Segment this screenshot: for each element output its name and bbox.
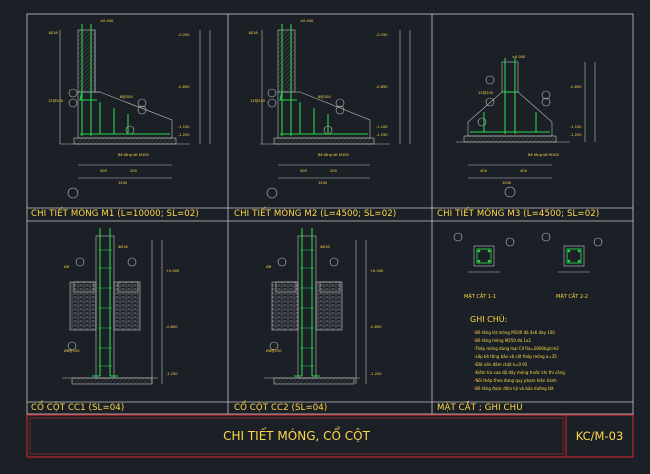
note-line: -Đất nền đầm chặt k=0.95 [474, 362, 528, 367]
svg-text:-0.850: -0.850 [166, 325, 178, 329]
svg-text:Ø6: Ø6 [64, 264, 70, 269]
note-line: -Kiểm tra cao độ đáy móng trước khi thi … [474, 370, 565, 375]
svg-text:4Ø16: 4Ø16 [118, 244, 128, 249]
panel-title-cc1: CỔ CỘT CC1 (SL=04) [31, 403, 125, 413]
svg-text:400: 400 [520, 169, 528, 173]
footing-m3-drawing: ±0.000 -0.850 -1.100 -1.250 12@200 400 4… [456, 55, 596, 198]
svg-text:1Ø16: 1Ø16 [248, 30, 258, 35]
svg-text:-1.100: -1.100 [376, 125, 388, 129]
svg-text:Ø6: Ø6 [266, 264, 272, 269]
svg-text:1Ø16: 1Ø16 [48, 30, 58, 35]
title-block-frame [26, 414, 634, 458]
svg-text:Ø6@150: Ø6@150 [266, 348, 282, 353]
column-neck-cc2-drawing: 4Ø16 +0.000 -0.850 -1.250 Ø6 Ø6@150 [264, 228, 384, 385]
panel-title-cc2: CỔ CỘT CC2 (SL=04) [234, 403, 328, 413]
svg-text:500: 500 [100, 169, 108, 173]
svg-text:-1.100: -1.100 [570, 125, 582, 129]
svg-text:-0.850: -0.850 [178, 85, 190, 89]
svg-text:±0.000: ±0.000 [512, 55, 526, 59]
svg-text:12@200: 12@200 [250, 99, 266, 103]
footing-m1-drawing: ±0.000 -0.250 -0.850 -1.100 -1.250 12@20… [48, 19, 211, 199]
svg-text:500: 500 [300, 169, 308, 173]
svg-text:-1.250: -1.250 [570, 133, 582, 137]
note-line: -Bê tông được đầm kỹ và bảo dưỡng tốt [474, 386, 554, 391]
note-line: -Thép móng dùng loại CII Ra=2800kg/cm2 [474, 346, 559, 351]
svg-text:-0.850: -0.850 [376, 85, 388, 89]
panel-title-notes: MẶT CẮT ; GHI CHÚ [437, 403, 523, 413]
cross-section-2-2-drawing [541, 232, 603, 273]
note-line: -Lớp bê tông bảo vệ cốt thép móng a=35 [474, 354, 557, 359]
svg-text:-1.250: -1.250 [166, 372, 178, 376]
svg-text:+0.000: +0.000 [370, 269, 384, 273]
panel-title-m3: CHI TIẾT MÓNG M3 (L=4500; SL=02) [437, 209, 600, 219]
svg-text:-1.100: -1.100 [178, 125, 190, 129]
note-line: -Nối thép theo đúng quy phạm hiện hành [474, 378, 557, 383]
section-caption-2-2: MẶT CẮT 2-2 [556, 294, 589, 300]
svg-text:8@200: 8@200 [120, 95, 133, 99]
note-line: -Bê tông lót móng M100 đá 4x6 dày 100 [474, 330, 555, 335]
svg-text:-1.250: -1.250 [178, 133, 190, 137]
svg-text:1200: 1200 [318, 181, 328, 185]
svg-text:12@200: 12@200 [48, 99, 64, 103]
svg-text:Ø6@150: Ø6@150 [64, 348, 80, 353]
column-neck-cc1-drawing: 4Ø16 +0.000 -0.850 -1.250 Ø6 Ø6@150 [62, 228, 180, 385]
svg-text:1000: 1000 [502, 181, 512, 185]
svg-text:1200: 1200 [118, 181, 128, 185]
svg-text:200: 200 [130, 169, 138, 173]
note-line: -Bê tông móng M250 đá 1x2 [474, 338, 531, 343]
footing-m2-drawing: ±0.000 -0.250 -0.850 -1.100 -1.250 12@20… [248, 19, 411, 199]
panel-title-m1: CHI TIẾT MÓNG M1 (L=10000; SL=02) [31, 209, 199, 219]
section-caption-1-1: MẶT CẮT 1-1 [464, 294, 497, 300]
panel-title-m2: CHI TIẾT MÓNG M2 (L=4500; SL=02) [234, 209, 397, 219]
svg-text:±0.000: ±0.000 [100, 19, 114, 23]
svg-text:+0.000: +0.000 [166, 269, 180, 273]
svg-text:-1.250: -1.250 [376, 133, 388, 137]
svg-text:-1.250: -1.250 [370, 372, 382, 376]
svg-text:Bê tông lót M100: Bê tông lót M100 [118, 153, 150, 157]
svg-text:12@200: 12@200 [478, 91, 494, 95]
drawing-code: KC/M-03 [575, 429, 624, 443]
svg-text:±0.000: ±0.000 [300, 19, 314, 23]
svg-text:8@200: 8@200 [318, 95, 331, 99]
svg-text:Bê tông lót M100: Bê tông lót M100 [318, 153, 350, 157]
svg-text:Bê tông lót M100: Bê tông lót M100 [528, 153, 560, 157]
svg-text:-0.250: -0.250 [178, 33, 190, 37]
svg-text:200: 200 [330, 169, 338, 173]
svg-text:4Ø16: 4Ø16 [320, 244, 330, 249]
notes-heading: GHI CHÚ: [470, 315, 508, 324]
drawing-title: CHI TIẾT MÓNG, CỔ CỘT [223, 429, 370, 443]
svg-text:-0.250: -0.250 [376, 33, 388, 37]
svg-text:400: 400 [480, 169, 488, 173]
svg-text:-0.850: -0.850 [570, 85, 582, 89]
cross-section-1-1-drawing [453, 232, 515, 273]
svg-text:-0.850: -0.850 [370, 325, 382, 329]
